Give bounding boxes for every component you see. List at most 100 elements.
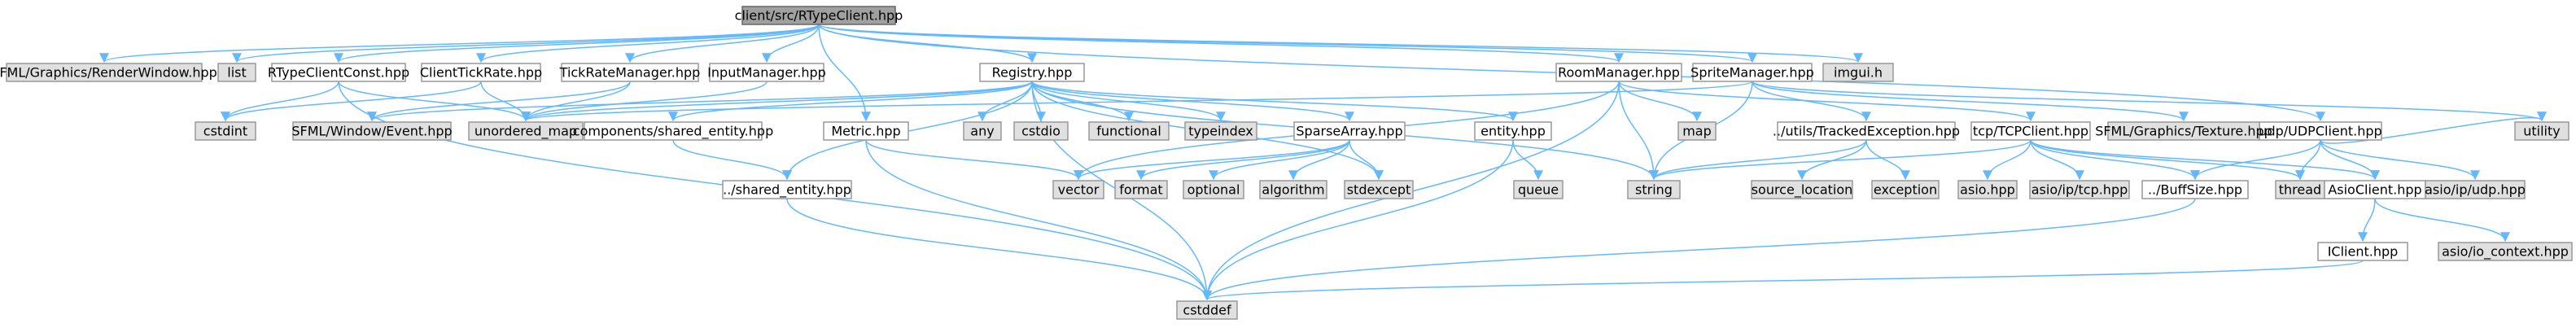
node-list[interactable]: list [217, 63, 256, 82]
node-box[interactable] [421, 63, 541, 82]
node-box[interactable] [2317, 242, 2408, 261]
node-rtypeclientconst[interactable]: RTypeClientConst.hpp [268, 63, 409, 82]
node-box[interactable] [1692, 63, 1813, 82]
node-box[interactable] [1293, 121, 1406, 141]
node-box[interactable] [6, 63, 203, 82]
node-box[interactable] [823, 121, 909, 141]
node-udpclient[interactable]: udp/UDPClient.hpp [2259, 121, 2382, 141]
node-sharedentity-comp[interactable]: components/shared_entity.hpp [573, 121, 773, 141]
node-root[interactable]: client/src/RTypeClient.hpp [735, 6, 903, 25]
node-texture[interactable]: SFML/Graphics/Texture.hpp [2095, 121, 2272, 141]
node-asio-tcp[interactable]: asio/ip/tcp.hpp [2029, 180, 2130, 199]
node-label: asio/ip/tcp.hpp [2031, 182, 2128, 198]
node-trackedexception[interactable]: ../utils/TrackedException.hpp [1773, 121, 1960, 141]
node-box[interactable] [1176, 300, 1238, 320]
node-queue[interactable]: queue [1513, 180, 1564, 199]
node-box[interactable] [292, 121, 452, 141]
node-box[interactable] [2029, 180, 2130, 199]
node-box[interactable] [1183, 180, 1244, 199]
node-spritemanager[interactable]: SpriteManager.hpp [1690, 63, 1814, 82]
node-asio-udp[interactable]: asio/ip/udp.hpp [2425, 180, 2526, 199]
node-algorithm[interactable]: algorithm [1259, 180, 1327, 199]
node-box[interactable] [1677, 121, 1717, 141]
node-cstdint[interactable]: cstdint [195, 121, 256, 141]
node-roommanager[interactable]: RoomManager.hpp [1555, 63, 1682, 82]
node-asioclient[interactable]: AsioClient.hpp [2324, 180, 2426, 199]
node-sharedentity[interactable]: ../shared_entity.hpp [722, 180, 852, 199]
node-box[interactable] [1259, 180, 1327, 199]
node-string[interactable]: string [1627, 180, 1681, 199]
node-box[interactable] [1957, 180, 2018, 199]
node-box[interactable] [584, 121, 763, 141]
node-box[interactable] [1970, 121, 2091, 141]
node-typeindex[interactable]: typeindex [1184, 121, 1257, 141]
node-vector[interactable]: vector [1052, 180, 1104, 199]
node-optional[interactable]: optional [1183, 180, 1244, 199]
node-label: ClientTickRate.hpp [420, 65, 542, 81]
node-any[interactable]: any [963, 121, 1002, 141]
node-unordered-map[interactable]: unordered_map [468, 121, 584, 141]
edge-tcpclient-to-thread [2030, 139, 2305, 181]
node-entity[interactable]: entity.hpp [1474, 121, 1552, 141]
node-stdexcept[interactable]: stdexcept [1344, 180, 1414, 199]
node-box[interactable] [2438, 242, 2573, 261]
node-box[interactable] [195, 121, 256, 141]
node-box[interactable] [1822, 63, 1894, 82]
node-metric[interactable]: Metric.hpp [823, 121, 909, 141]
node-tcpclient[interactable]: tcp/TCPClient.hpp [1970, 121, 2091, 141]
node-box[interactable] [2107, 121, 2260, 141]
edge-root-to-roommanager [818, 24, 1624, 63]
node-label: vector [1058, 182, 1100, 198]
edge-tickratemanager-to-event [367, 81, 631, 122]
node-clienttickrate[interactable]: ClientTickRate.hpp [420, 63, 542, 82]
node-exception[interactable]: exception [1871, 180, 1940, 199]
node-box[interactable] [1184, 121, 1257, 141]
node-box[interactable] [2141, 180, 2249, 199]
node-label: cstdint [203, 124, 247, 139]
node-imgui[interactable]: imgui.h [1822, 63, 1894, 82]
node-box[interactable] [1777, 121, 1956, 141]
node-box[interactable] [1751, 180, 1853, 199]
node-iclient[interactable]: IClient.hpp [2317, 242, 2408, 261]
node-utility[interactable]: utility [2514, 121, 2569, 141]
node-box[interactable] [271, 63, 406, 82]
node-box[interactable] [1052, 180, 1104, 199]
node-box[interactable] [709, 63, 824, 82]
node-asio-io-context[interactable]: asio/io_context.hpp [2438, 242, 2573, 261]
node-box[interactable] [1344, 180, 1414, 199]
node-box[interactable] [1513, 180, 1564, 199]
node-box[interactable] [1088, 121, 1170, 141]
node-box[interactable] [217, 63, 256, 82]
node-box[interactable] [741, 6, 896, 25]
node-cstdio[interactable]: cstdio [1013, 121, 1069, 141]
node-buffsize[interactable]: ../BuffSize.hpp [2141, 180, 2249, 199]
node-box[interactable] [468, 121, 584, 141]
edge-registry-to-sharedentity [782, 81, 1033, 181]
node-registry[interactable]: Registry.hpp [979, 63, 1085, 82]
node-functional[interactable]: functional [1088, 121, 1170, 141]
node-box[interactable] [1871, 180, 1940, 199]
node-box[interactable] [561, 63, 699, 82]
node-map[interactable]: map [1677, 121, 1717, 141]
node-box[interactable] [979, 63, 1085, 82]
node-box[interactable] [722, 180, 852, 199]
node-inputmanager[interactable]: InputManager.hpp [707, 63, 826, 82]
node-thread[interactable]: thread [2275, 180, 2325, 199]
node-event[interactable]: SFML/Window/Event.hpp [291, 121, 453, 141]
node-box[interactable] [963, 121, 1002, 141]
node-box[interactable] [2514, 121, 2569, 141]
node-box[interactable] [2425, 180, 2526, 199]
node-source-location[interactable]: source_location [1751, 180, 1853, 199]
node-renderwindow[interactable]: SFML/Graphics/RenderWindow.hpp [0, 63, 217, 82]
node-asio[interactable]: asio.hpp [1957, 180, 2018, 199]
node-box[interactable] [1474, 121, 1552, 141]
node-box[interactable] [1114, 180, 1168, 199]
edge-iclient-to-cstddef [1202, 260, 2364, 301]
node-box[interactable] [1627, 180, 1681, 199]
node-box[interactable] [1013, 121, 1069, 141]
node-sparsearray[interactable]: SparseArray.hpp [1293, 121, 1406, 141]
node-cstddef[interactable]: cstddef [1176, 300, 1238, 320]
node-box[interactable] [1555, 63, 1682, 82]
node-format[interactable]: format [1114, 180, 1168, 199]
node-tickratemanager[interactable]: TickRateManager.hpp [559, 63, 701, 82]
